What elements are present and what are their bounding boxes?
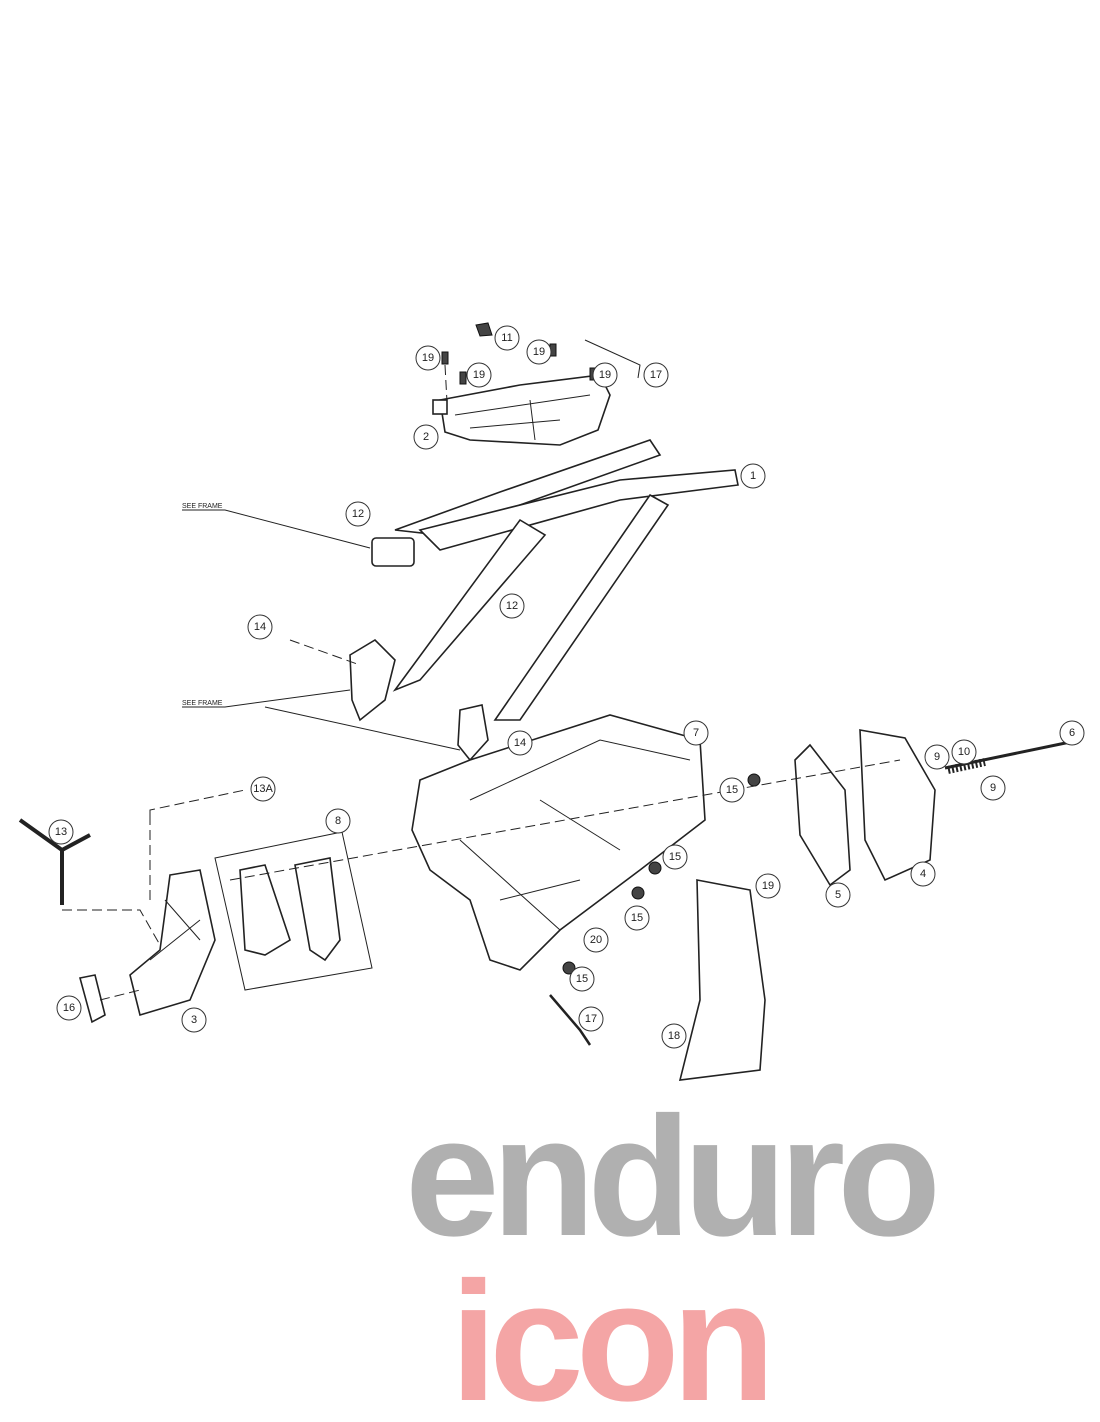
- part-4-cover: [859, 729, 936, 882]
- see-frame-note: SEE FRAME: [182, 503, 223, 510]
- watermark-enduro: enduro: [405, 1082, 935, 1272]
- callout-9: 9: [924, 744, 950, 770]
- part-16-clamp: [79, 974, 106, 1024]
- callout-12: 12: [499, 593, 525, 619]
- part-1-subframe: [349, 439, 739, 762]
- svg-text:14: 14: [254, 621, 266, 633]
- part-11: [475, 322, 493, 337]
- callout-5: 5: [825, 882, 851, 908]
- callout-12: 12: [345, 501, 371, 527]
- svg-text:18: 18: [668, 1030, 680, 1042]
- svg-text:1: 1: [750, 470, 756, 482]
- part-2-tray: [432, 374, 611, 446]
- svg-text:19: 19: [422, 352, 434, 364]
- callout-19: 19: [526, 339, 552, 365]
- svg-text:17: 17: [650, 369, 662, 381]
- svg-text:12: 12: [506, 600, 518, 612]
- callout-19: 19: [592, 362, 618, 388]
- svg-text:19: 19: [473, 369, 485, 381]
- part-17-bottom: [549, 994, 592, 1046]
- part-17-top: [584, 339, 641, 379]
- callout-17: 17: [643, 362, 669, 388]
- svg-text:19: 19: [599, 369, 611, 381]
- callout-15: 15: [569, 966, 595, 992]
- callout-20: 20: [583, 927, 609, 953]
- svg-text:3: 3: [191, 1014, 197, 1026]
- svg-text:16: 16: [63, 1002, 75, 1014]
- svg-text:13: 13: [55, 826, 67, 838]
- part-5-plate: [794, 743, 851, 887]
- svg-text:19: 19: [762, 880, 774, 892]
- grommets-15: [562, 773, 761, 975]
- callouts: 11 19 19 19 19 17 2 1 12 12 14 14 7 13A …: [48, 325, 1085, 1049]
- svg-text:13A: 13A: [253, 783, 273, 795]
- callout-8: 8: [325, 808, 351, 834]
- svg-text:9: 9: [934, 751, 940, 763]
- callout-17: 17: [578, 1006, 604, 1032]
- callout-6: 6: [1059, 720, 1085, 746]
- svg-text:15: 15: [726, 784, 738, 796]
- callout-14: 14: [247, 614, 273, 640]
- callout-14: 14: [507, 730, 533, 756]
- callout-13: 13: [48, 819, 74, 845]
- svg-text:15: 15: [669, 851, 681, 863]
- svg-text:11: 11: [501, 332, 512, 344]
- svg-text:7: 7: [693, 727, 699, 739]
- svg-text:4: 4: [920, 868, 926, 880]
- part-18-mudflap: [678, 879, 766, 1081]
- callout-15: 15: [662, 844, 688, 870]
- svg-text:2: 2: [423, 431, 429, 443]
- svg-text:19: 19: [533, 346, 545, 358]
- svg-text:10: 10: [958, 746, 970, 758]
- svg-text:14: 14: [514, 737, 526, 749]
- part-13: [18, 818, 91, 905]
- callout-13a: 13A: [250, 776, 276, 802]
- callout-1: 1: [740, 463, 766, 489]
- part-8-filter-group: [214, 831, 373, 991]
- callout-19: 19: [466, 362, 492, 388]
- svg-text:15: 15: [576, 973, 588, 985]
- callout-3: 3: [181, 1007, 207, 1033]
- svg-text:20: 20: [590, 934, 602, 946]
- svg-text:9: 9: [990, 782, 996, 794]
- svg-text:6: 6: [1069, 727, 1075, 739]
- callout-19: 19: [755, 873, 781, 899]
- watermark-icon: icon: [450, 1247, 767, 1422]
- svg-text:15: 15: [631, 912, 643, 924]
- callout-15: 15: [624, 905, 650, 931]
- callout-7: 7: [683, 720, 709, 746]
- watermark: enduro icon: [405, 1082, 943, 1422]
- callout-4: 4: [910, 861, 936, 887]
- callout-9: 9: [980, 775, 1006, 801]
- callout-19: 19: [415, 345, 441, 371]
- callout-11: 11: [494, 325, 520, 351]
- svg-text:8: 8: [335, 815, 341, 827]
- callout-2: 2: [413, 424, 439, 450]
- leader-lines: [62, 509, 901, 1001]
- svg-text:5: 5: [835, 889, 841, 901]
- callout-16: 16: [56, 995, 82, 1021]
- callout-15: 15: [719, 777, 745, 803]
- callout-10: 10: [951, 739, 977, 765]
- svg-text:12: 12: [352, 508, 364, 520]
- svg-text:17: 17: [585, 1013, 597, 1025]
- see-frame-note: SEE FRAME: [182, 700, 223, 707]
- part-7-airbox: [411, 714, 706, 971]
- callout-18: 18: [661, 1023, 687, 1049]
